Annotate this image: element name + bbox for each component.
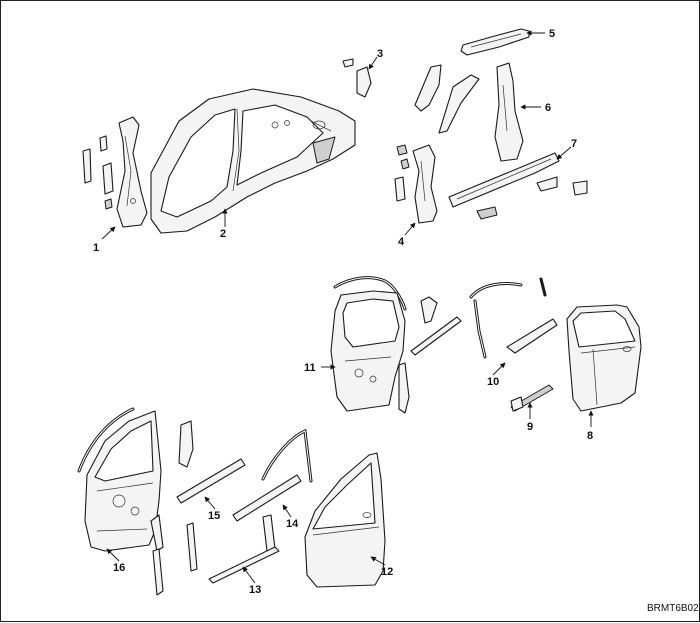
part-3-bracket	[342, 58, 372, 98]
callout-13: 13	[249, 584, 261, 596]
callout-16: 16	[113, 562, 125, 574]
callout-10: 10	[487, 376, 499, 388]
part-14-door-beam	[232, 428, 313, 552]
part-6-pillar-inner	[414, 62, 524, 162]
part-2-side-outer-panel	[150, 88, 356, 234]
part-7-side-sill-inner	[448, 152, 588, 220]
part-11-rear-door-inner	[330, 276, 462, 414]
part-12-front-door-outer	[304, 452, 386, 588]
diagram-code: BRMT6B02	[647, 603, 699, 614]
part-10-rear-door-parts	[469, 277, 558, 412]
callout-9: 9	[527, 421, 533, 433]
leader-lines	[101, 30, 594, 584]
part-15-door-reinforcement	[176, 420, 246, 572]
callout-7: 7	[571, 138, 577, 150]
part-13-lower-trim	[208, 546, 280, 584]
callout-1: 1	[93, 242, 99, 254]
callout-14: 14	[286, 518, 299, 530]
part-4-b-pillar-inner	[394, 144, 438, 224]
callout-labels: 1 2 3 4 5 6 7 8 9 10 11 12 13 14 15 16	[93, 28, 593, 596]
part-1-a-pillar-reinforcement	[82, 116, 148, 228]
part-5-roof-rail	[460, 28, 530, 56]
callout-12: 12	[381, 566, 393, 578]
callout-4: 4	[398, 236, 405, 248]
part-16-front-door-inner	[77, 407, 164, 596]
callout-15: 15	[208, 510, 220, 522]
callout-2: 2	[220, 228, 226, 240]
part-8-rear-door-outer	[566, 304, 642, 412]
callout-11: 11	[304, 362, 316, 374]
callout-3: 3	[377, 48, 383, 60]
callout-5: 5	[549, 28, 555, 40]
callout-6: 6	[545, 102, 551, 114]
callout-8: 8	[587, 430, 593, 442]
